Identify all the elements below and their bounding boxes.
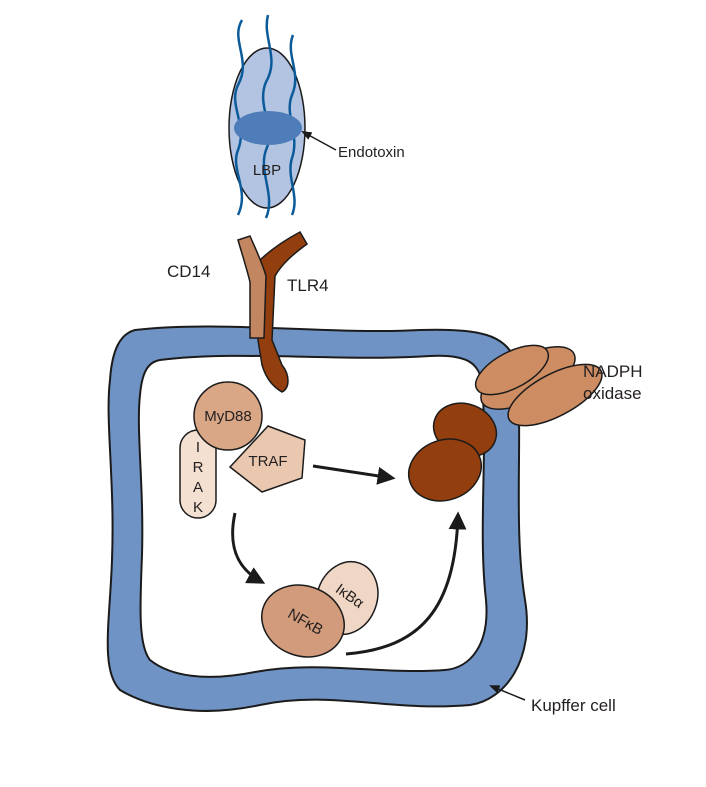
irak-letter-2: R xyxy=(193,459,204,476)
nadph-subunit-dark-2 xyxy=(407,438,483,502)
nfkb-complex: IκBα NFκB xyxy=(261,560,379,658)
irak-letter-1: I xyxy=(196,439,200,456)
nadph-label-line2: oxidase xyxy=(583,384,642,403)
nfkb-protein xyxy=(261,584,345,658)
receptors: CD14 TLR4 xyxy=(167,230,329,393)
nadph-subunit-light-2 xyxy=(507,363,603,427)
adaptor-complex: I R A K MyD88 TRAF xyxy=(179,381,306,519)
cd14-receptor xyxy=(237,235,267,339)
nadph-oxidase: NADPH oxidase xyxy=(407,344,643,502)
kupffer-pointer xyxy=(489,685,526,701)
nfkb-to-nadph-arrow xyxy=(345,511,467,656)
cd14-label: CD14 xyxy=(167,262,210,281)
traf-label: TRAF xyxy=(248,453,287,470)
myd88-label: MyD88 xyxy=(204,408,252,425)
tlr4-label: TLR4 xyxy=(287,276,329,295)
nadph-subunit-light-3 xyxy=(474,344,550,396)
lbp-label: LBP xyxy=(253,162,281,179)
traf-protein xyxy=(228,425,306,493)
irak-letter-4: K xyxy=(193,499,203,516)
irak-letter-3: A xyxy=(193,479,203,496)
myd88-protein xyxy=(193,381,263,451)
lps-chain-1 xyxy=(233,19,245,216)
traf-to-nfkb-arrow xyxy=(231,512,266,584)
endotoxin-pointer xyxy=(301,130,337,151)
endotoxin-label: Endotoxin xyxy=(338,144,405,161)
endotoxin-core xyxy=(234,111,302,145)
nadph-label-line1: NADPH xyxy=(583,362,643,381)
traf-to-nadph-arrow xyxy=(312,464,396,485)
lbp-endotoxin-complex: LBP Endotoxin xyxy=(228,14,405,219)
kupffer-label: Kupffer cell xyxy=(531,696,616,715)
tlr4-receptor xyxy=(257,230,308,393)
